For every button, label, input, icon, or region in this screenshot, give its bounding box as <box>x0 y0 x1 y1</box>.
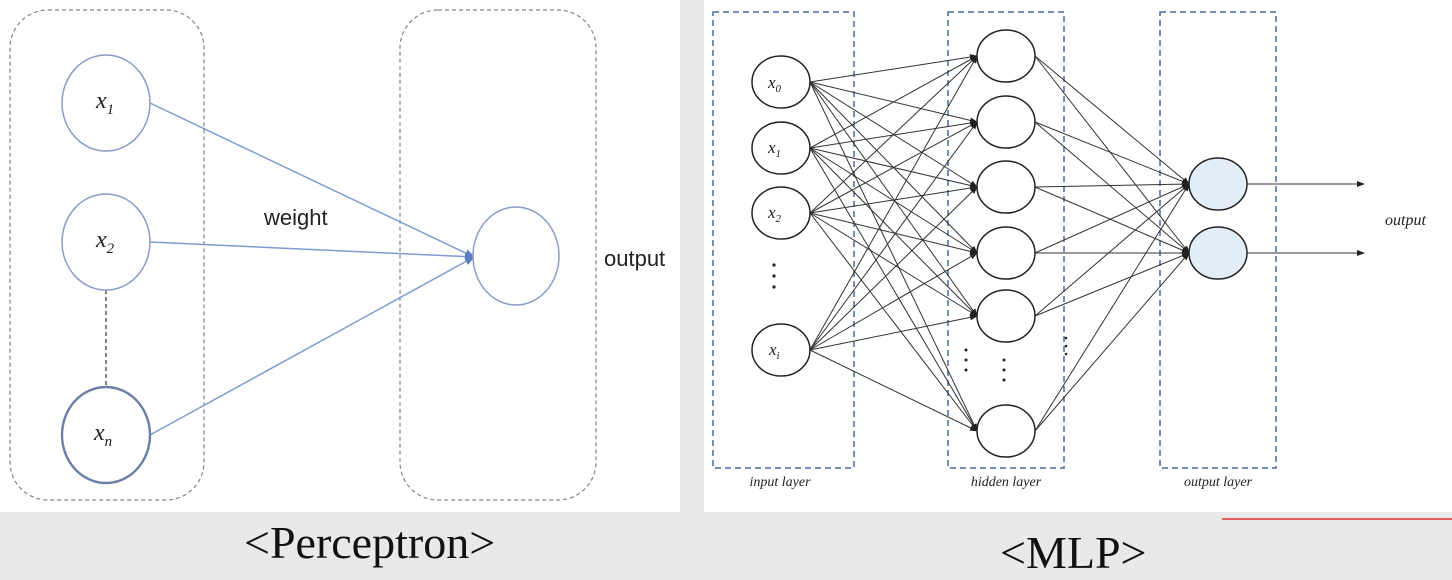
input-ellipsis <box>772 263 776 289</box>
input-node-0 <box>751 55 811 109</box>
output-node-1 <box>1188 226 1248 280</box>
accent-underline <box>1222 518 1452 520</box>
input-node-2 <box>751 186 811 240</box>
output-layer-box <box>1159 11 1277 469</box>
edge-input-3-hidden-0 <box>809 55 978 351</box>
edge-input-3-hidden-3 <box>809 252 978 351</box>
output-layer-label: output layer <box>1184 475 1253 490</box>
edge-input-0-hidden-0 <box>809 54 978 83</box>
input-layer-box <box>712 11 855 469</box>
mlp-connections <box>809 54 1365 432</box>
mlp-caption: <MLP> <box>1000 527 1147 578</box>
output-node <box>472 206 560 306</box>
edge-hidden-2-output-0 <box>1034 181 1190 188</box>
mlp-nodes <box>751 29 1248 458</box>
mlp-node-label-x2: x2 <box>767 203 782 225</box>
weight-label: weight <box>263 205 328 230</box>
edge-input-3-hidden-4 <box>809 314 978 351</box>
edge-input-0-hidden-4 <box>809 81 978 317</box>
edge-hidden-1-output-1 <box>1034 121 1190 254</box>
edge-hidden-0-output-1 <box>1034 55 1190 254</box>
input-layer-label: input layer <box>749 475 811 490</box>
mlp-diagram-panel: x0 x1 x2 xi input layer hidden layer out… <box>704 0 1452 512</box>
output-group-box <box>399 9 597 501</box>
hidden-node-2 <box>976 160 1036 214</box>
edge-hidden-5-output-1 <box>1034 252 1190 432</box>
input-node-x2 <box>61 193 151 291</box>
weight-line-1 <box>149 102 475 258</box>
weight-line-n <box>149 256 475 436</box>
edge-input-0-hidden-5 <box>809 81 978 432</box>
input-node-xn <box>60 385 152 485</box>
edge-input-1-hidden-5 <box>809 147 978 432</box>
perceptron-diagram: x1 x2 xn weight output <box>9 9 665 501</box>
edge-hidden-4-output-1 <box>1034 252 1190 317</box>
edge-input-2-hidden-3 <box>809 212 978 255</box>
edge-input-3-hidden-2 <box>809 186 978 351</box>
edge-input-2-hidden-2 <box>809 185 978 214</box>
edge-input-1-hidden-4 <box>809 147 978 317</box>
edge-input-2-hidden-1 <box>809 121 978 214</box>
output-node-0 <box>1188 157 1248 211</box>
edge-input-2-hidden-5 <box>809 212 978 432</box>
node-label-xn: xn <box>93 420 112 450</box>
perceptron-diagram-panel: x1 x2 xn weight output <box>0 0 680 512</box>
input-node-x1 <box>61 54 151 152</box>
hidden-node-5 <box>976 404 1036 458</box>
edge-hidden-2-output-1 <box>1034 186 1190 254</box>
input-node-1 <box>751 121 811 175</box>
mlp-output-label: output <box>1385 212 1426 229</box>
edge-input-2-hidden-0 <box>809 55 978 214</box>
output-label: output <box>604 246 665 271</box>
weight-line-2 <box>149 241 475 261</box>
hidden-node-1 <box>976 95 1036 149</box>
edge-input-1-hidden-0 <box>809 55 978 149</box>
hidden-node-0 <box>976 29 1036 83</box>
hidden-node-4 <box>976 289 1036 343</box>
perceptron-caption: <Perceptron> <box>244 517 496 568</box>
edge-input-2-hidden-4 <box>809 212 978 317</box>
mlp-node-label-x1: x1 <box>767 138 781 160</box>
edge-hidden-5-output-0 <box>1034 183 1190 432</box>
node-label-x2: x2 <box>95 227 115 257</box>
hidden-node-3 <box>976 226 1036 280</box>
edge-input-3-hidden-5 <box>809 349 978 432</box>
input-node-3 <box>751 323 811 377</box>
edge-hidden-3-output-0 <box>1034 183 1190 254</box>
edge-input-3-hidden-1 <box>809 121 978 351</box>
node-label-x1: x1 <box>95 88 114 118</box>
mlp-node-label-xi: xi <box>768 340 780 362</box>
edge-hidden-1-output-0 <box>1034 121 1190 185</box>
hidden-ellipsis-mid <box>1002 358 1006 382</box>
hidden-ellipsis-right <box>1064 336 1068 356</box>
hidden-ellipsis-left <box>964 348 968 372</box>
hidden-layer-label: hidden layer <box>971 475 1042 490</box>
edge-hidden-4-output-0 <box>1034 183 1190 317</box>
edge-hidden-0-output-0 <box>1034 55 1190 185</box>
mlp-node-label-x0: x0 <box>767 73 782 95</box>
mlp-diagram: x0 x1 x2 xi input layer hidden layer out… <box>712 11 1426 490</box>
input-group-box <box>9 9 205 501</box>
